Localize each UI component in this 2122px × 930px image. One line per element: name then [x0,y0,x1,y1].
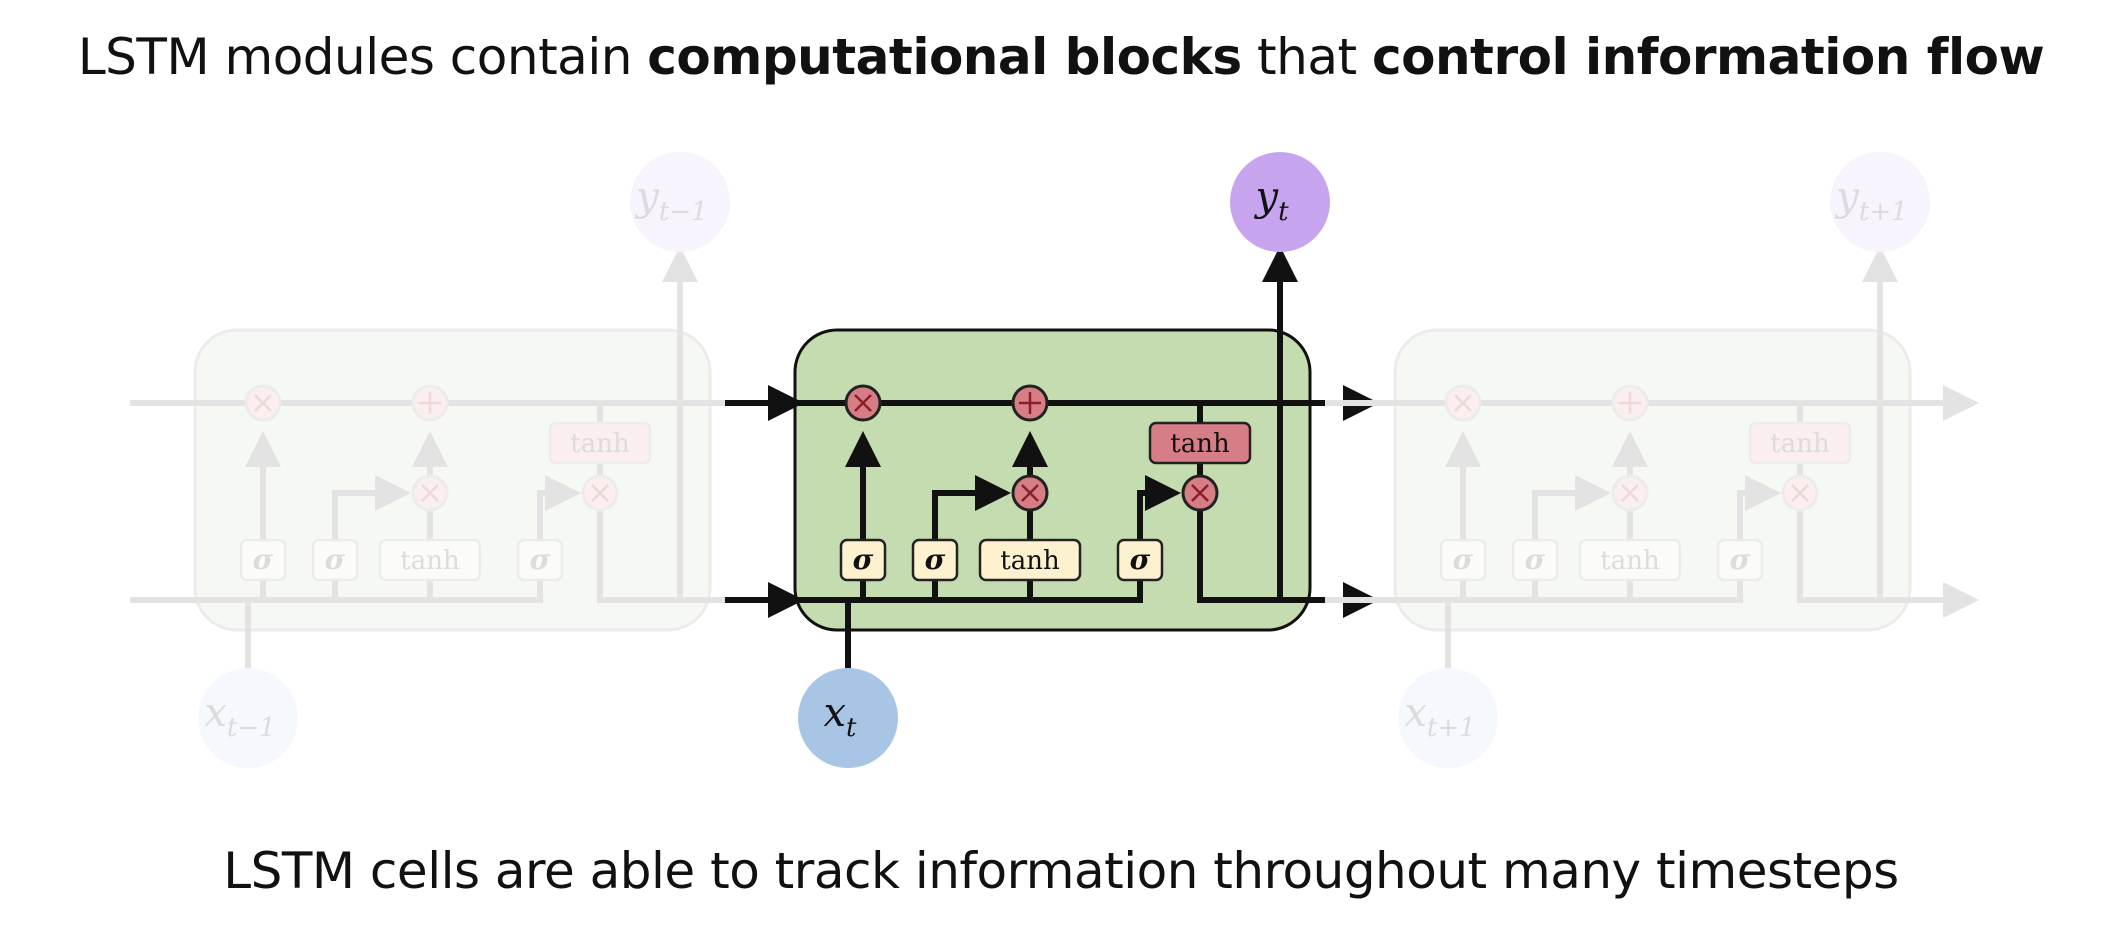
input-gate-label: σ [925,543,946,576]
cell-tanh-label: tanh [570,429,630,459]
add-icon [419,392,441,414]
forget-gate-box [1439,538,1487,582]
cell-box [193,328,712,632]
add-icon [1019,392,1041,414]
input-gate-label: σ [1525,543,1546,576]
forget-gate-box [239,538,287,582]
title-part-2: that [1241,28,1372,86]
cell-tanh-label: tanh [1770,429,1830,459]
multiply-icon [254,394,272,412]
hidden-state-out-line [1197,493,1379,618]
output-gate-box [516,538,564,582]
input-gate-box [311,538,359,582]
input-gate-box [1511,538,1559,582]
output-gate-box [1116,538,1164,582]
multiply-icon [1454,394,1472,412]
output-gate-label: σ [530,543,551,576]
cell-box [1393,328,1912,632]
input-gate-box [911,538,959,582]
cell-tanh-box [548,421,652,465]
candidate-gate-label: tanh [400,546,460,576]
output-node-circle [1830,152,1930,252]
multiply-icon [1021,484,1039,502]
input-node-subscript: t [846,713,857,743]
output-gate-label: σ [1130,543,1151,576]
forget-gate-box [839,538,887,582]
title-bold-1: computational blocks [647,28,1242,86]
input-node-label: xt+1 [1404,690,1475,743]
candidate-gate-box [978,538,1082,582]
input-node-circle [798,668,898,768]
cell-tanh-box [1148,421,1252,465]
output-gate-line [1737,475,1781,560]
slide-title: LSTM modules contain computational block… [0,28,2122,86]
input-node-circle [1398,668,1498,768]
multiply-icon [854,394,872,412]
cell-tanh-label: tanh [1170,429,1230,459]
cell-tanh-box [1748,421,1852,465]
output-node-circle [1230,152,1330,252]
slide-caption: LSTM cells are able to track information… [223,842,1899,900]
hidden-state-out-line [1797,493,1979,618]
hidden-state-out-line [597,493,770,603]
candidate-gate-box [378,538,482,582]
multiply-icon [1621,484,1639,502]
candidate-gate-box [1578,538,1682,582]
candidate-gate-label: tanh [1000,546,1060,576]
forget-gate-label: σ [253,543,274,576]
input-node-subscript: t+1 [1427,713,1476,743]
multiply-icon [591,484,609,502]
multiply-icon [421,484,439,502]
multiply-icon [1191,484,1209,502]
multiply-icon [1791,484,1809,502]
output-node-subscript: t−1 [659,197,708,227]
title-part-1: LSTM modules contain [77,28,648,86]
output-node-subscript: t [1278,197,1289,227]
output-gate-box [1716,538,1764,582]
input-gate-label: σ [325,543,346,576]
forget-gate-label: σ [853,543,874,576]
output-node-circle [630,152,730,252]
output-gate-line [1137,475,1181,560]
title-bold-2: control information flow [1371,28,2045,86]
cell-box [793,328,1312,632]
input-node-subscript: t−1 [227,713,276,743]
output-gate-label: σ [1730,543,1751,576]
candidate-gate-label: tanh [1600,546,1660,576]
output-gate-line [537,475,581,560]
output-node-subscript: t+1 [1859,197,1908,227]
input-node-circle [198,668,298,768]
add-icon [1619,392,1641,414]
forget-gate-label: σ [1453,543,1474,576]
